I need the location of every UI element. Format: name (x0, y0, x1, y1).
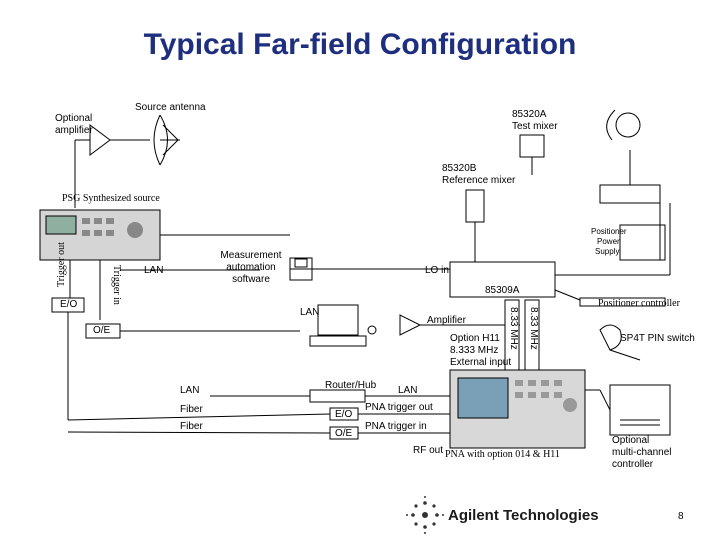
trigger-out-label: Trigger out (56, 242, 67, 287)
pos-supply-label-3: Supply (595, 247, 620, 256)
mhz-label-2: 8.33 MHz (528, 307, 539, 350)
psg-label: PSG Synthesized source (62, 193, 160, 204)
company-name: Agilent Technologies (448, 507, 599, 524)
agilent-logo-icon (406, 496, 444, 534)
option-label-1: Option H11 (450, 333, 500, 344)
pos-supply-label-1: Positioner (591, 227, 627, 236)
eo-left-label: E/O (60, 299, 78, 310)
test-mixer-label-1: 85320A (512, 109, 547, 120)
fiber-label-1: Fiber (180, 404, 203, 415)
meas-software-label-3: software (232, 274, 270, 285)
oe-mid-label: O/E (335, 428, 353, 439)
rf-out-label: RF out (413, 445, 444, 456)
pos-supply-label-2: Power (597, 237, 620, 246)
lan-pc-label: LAN (300, 307, 320, 318)
lan-router-right-label: LAN (398, 385, 418, 396)
router-label: Router/Hub (325, 380, 377, 391)
lo-in-label: LO in (425, 265, 449, 276)
optional-amplifier-label-1: Optional (55, 113, 93, 124)
test-mixer-box (519, 134, 545, 158)
option-label-2: 8.333 MHz (450, 345, 499, 356)
meas-software-label-1: Measurement (220, 250, 282, 261)
source-antenna-dish (153, 114, 161, 166)
mux-label-1: Optional (612, 435, 650, 446)
pc-monitor (317, 304, 359, 336)
ref-mixer-label-2: Reference mixer (442, 175, 516, 186)
85309a-label: 85309A (485, 285, 520, 296)
trigger-in-label: Trigger in (111, 265, 122, 305)
lan-router-left-label: LAN (180, 385, 200, 396)
ref-mixer-label-1: 85320B (442, 163, 477, 174)
amplifier-triangle (89, 124, 111, 156)
pna-trigger-out-label: PNA trigger out (365, 402, 433, 413)
oe-left-label: O/E (93, 325, 111, 336)
lan-psg-label: LAN (144, 265, 164, 276)
lo-if-unit (449, 261, 556, 298)
mux-controller (609, 384, 671, 436)
page-number: 8 (678, 511, 684, 522)
mhz-label-1: 8.33 MHz (508, 307, 519, 350)
pna-trigger-in-label: PNA trigger in (365, 421, 427, 432)
optional-amplifier-label-2: amplifier (55, 125, 93, 136)
test-mixer-label-2: Test mixer (512, 121, 558, 132)
source-antenna-label: Source antenna (135, 102, 206, 113)
sp4t-label: SP4T PIN switch (620, 333, 695, 344)
mux-label-2: multi-channel (612, 447, 672, 458)
eo-mid-label: E/O (335, 409, 353, 420)
mux-label-3: controller (612, 459, 654, 470)
page-title: Typical Far-field Configuration (143, 28, 577, 61)
option-label-3: External input (450, 357, 512, 368)
ref-mixer-box (465, 189, 485, 223)
meas-software-label-2: automation (226, 262, 276, 273)
positioner-power-supply (619, 224, 666, 261)
fiber-label-2: Fiber (180, 421, 203, 432)
amplifier-label: Amplifier (427, 315, 466, 326)
pna-caption: PNA with option 014 & H11 (445, 449, 560, 460)
positioner-controller-label: Positioner controller (598, 298, 680, 309)
